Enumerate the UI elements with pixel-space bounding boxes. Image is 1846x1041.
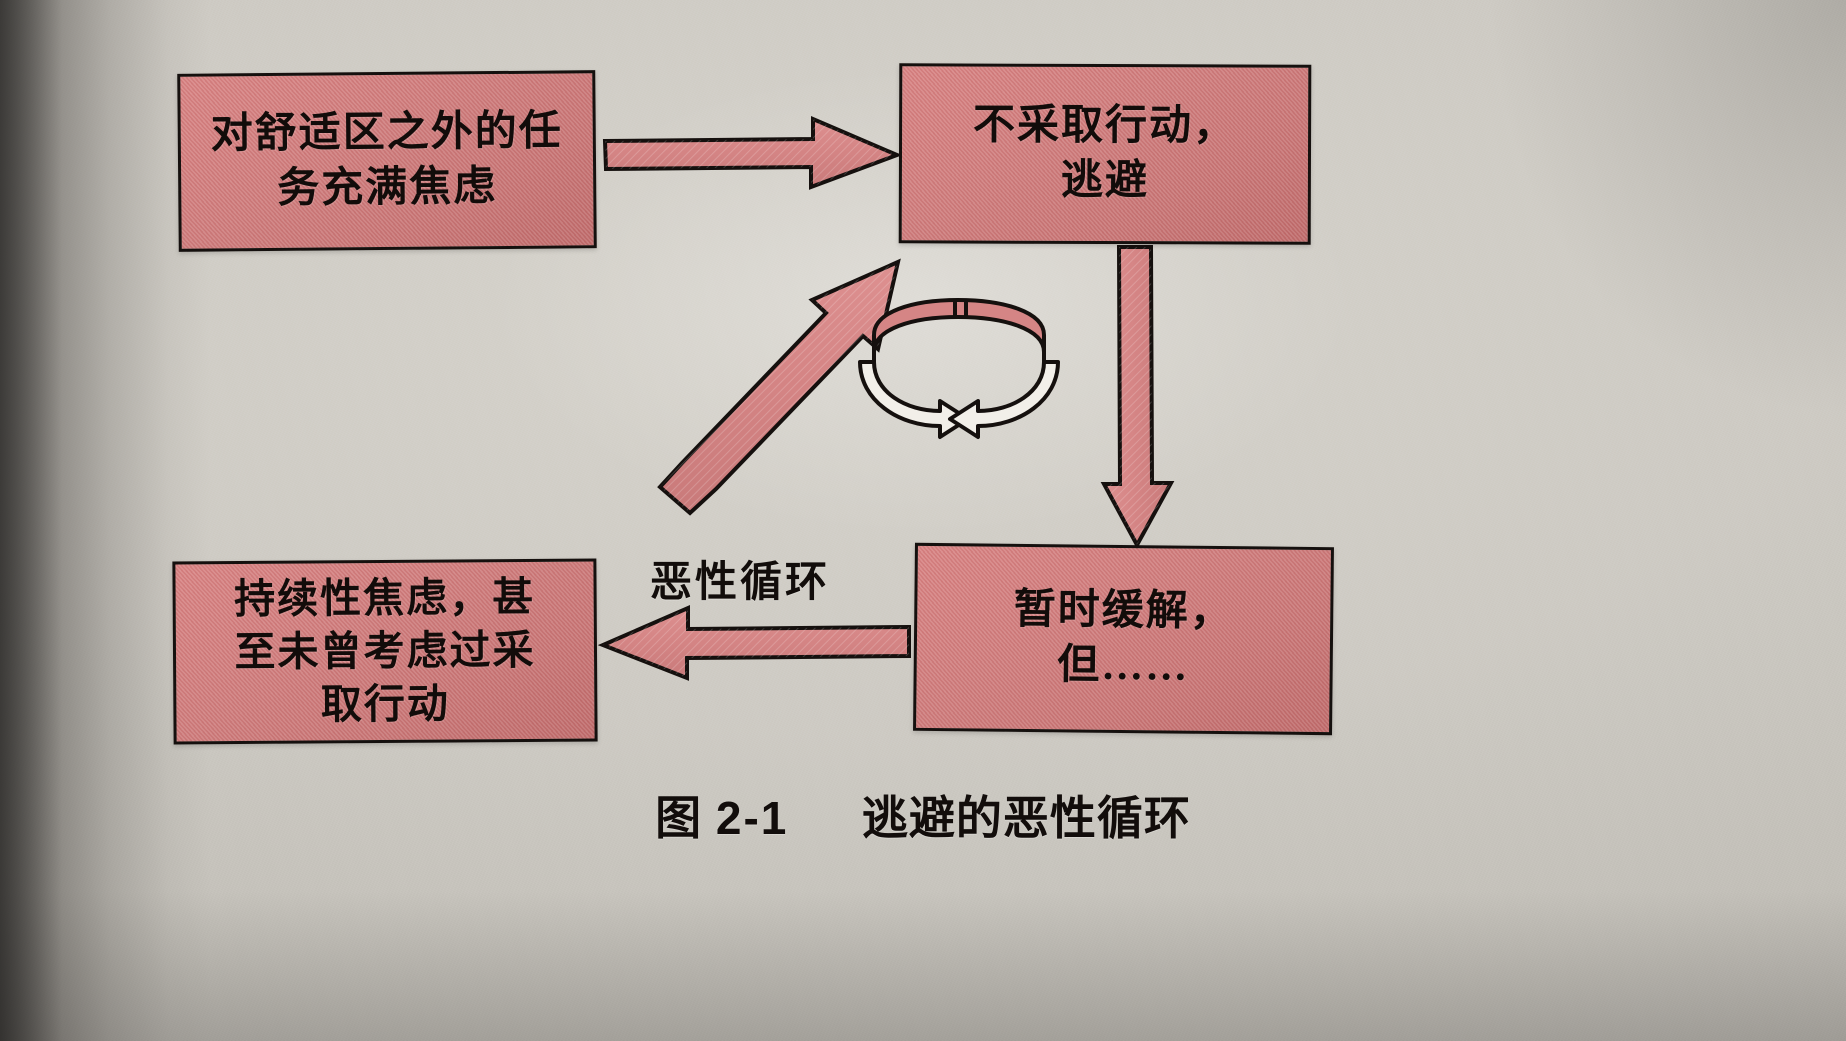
node-box-temporary-relief: 暂时缓解， 但……: [913, 542, 1334, 736]
figure-caption-title: 逃避的恶性循环: [861, 792, 1191, 844]
node-box-temporary-relief-label: 暂时缓解， 但……: [1013, 586, 1235, 690]
node-box-anxiety-label: 对舒适区之外的任 务充满焦虑: [210, 108, 563, 212]
node-box-persistent-anxiety: 持续性焦虑，甚 至未曾考虑过采 取行动: [172, 558, 598, 745]
node-box-anxiety: 对舒适区之外的任 务充满焦虑: [177, 70, 597, 252]
figure-caption: 图 2-1 逃避的恶性循环: [0, 782, 1846, 848]
node-box-avoidance: 不采取行动， 逃避: [898, 63, 1312, 245]
figure-caption-word: 图: [655, 792, 703, 844]
node-box-persistent-anxiety-label: 持续性焦虑，甚 至未曾考虑过采 取行动: [233, 573, 536, 728]
node-box-avoidance-label: 不采取行动， 逃避: [973, 102, 1238, 205]
figure-caption-number: 2-1: [715, 792, 789, 844]
vicious-cycle-label: 恶性循环: [650, 560, 831, 606]
